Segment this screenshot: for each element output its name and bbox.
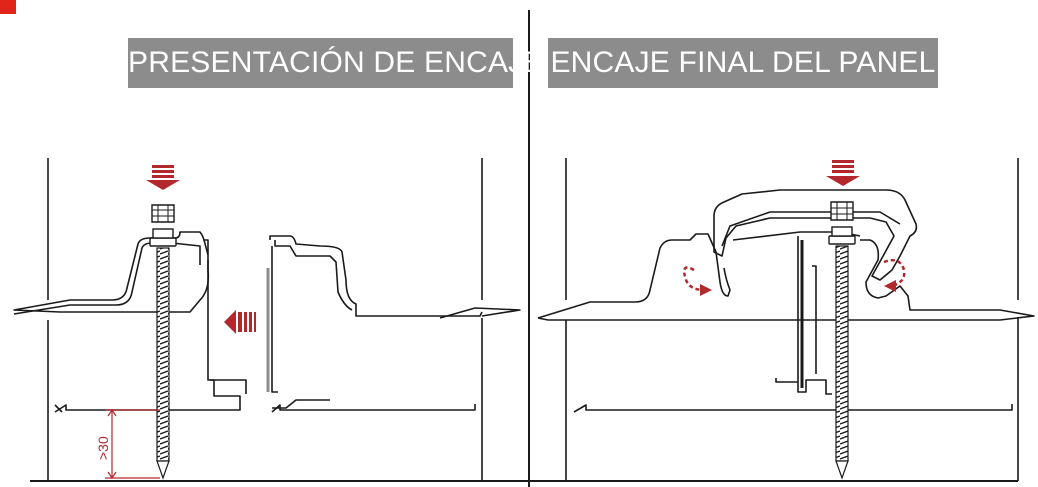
incoming-panel-edge [271, 246, 278, 393]
press-down-arrow-icon [826, 160, 860, 186]
self-drilling-screw-icon [835, 245, 849, 462]
joint-lower [775, 265, 817, 383]
left-panel-inner [13, 242, 201, 315]
seam-profile-right [537, 239, 1035, 321]
right-purlin [573, 404, 1013, 413]
title-presentacion-encaje: PRESENTACIÓN DE ENCAJE [128, 38, 543, 88]
dimension-label: >30 [95, 436, 111, 460]
left-screw [149, 204, 177, 480]
cap-cover-inner [721, 211, 901, 247]
left-purlin-right [271, 404, 476, 413]
right-panel [537, 158, 1035, 481]
left-purlin-top [54, 404, 63, 413]
corner-mark [0, 0, 16, 14]
left-panel-hook [203, 239, 241, 404]
left-panel [13, 158, 521, 481]
dimension-30 [105, 408, 160, 480]
left-panel-bottom-edge [210, 379, 247, 394]
right-screw [828, 201, 856, 480]
rotate-arrow-head-right [884, 280, 896, 292]
press-down-arrow-icon [146, 165, 180, 190]
seam-profile-left [537, 233, 731, 319]
joint-plate [797, 236, 832, 395]
incoming-panel-inner [274, 240, 353, 311]
incoming-panel-bottom [272, 399, 330, 409]
self-drilling-screw-icon [156, 247, 170, 462]
roof-sheet-right [439, 307, 521, 319]
incoming-panel-profile [269, 235, 483, 317]
left-purlin [54, 404, 241, 413]
cap-cover [713, 189, 918, 281]
rotate-arrow-head-left [700, 284, 712, 296]
push-left-arrow-icon [224, 310, 256, 334]
rotate-arrow-icon [883, 259, 906, 288]
title-encaje-final: ENCAJE FINAL DEL PANEL [548, 38, 938, 88]
rotate-arrow-icon [683, 266, 705, 292]
